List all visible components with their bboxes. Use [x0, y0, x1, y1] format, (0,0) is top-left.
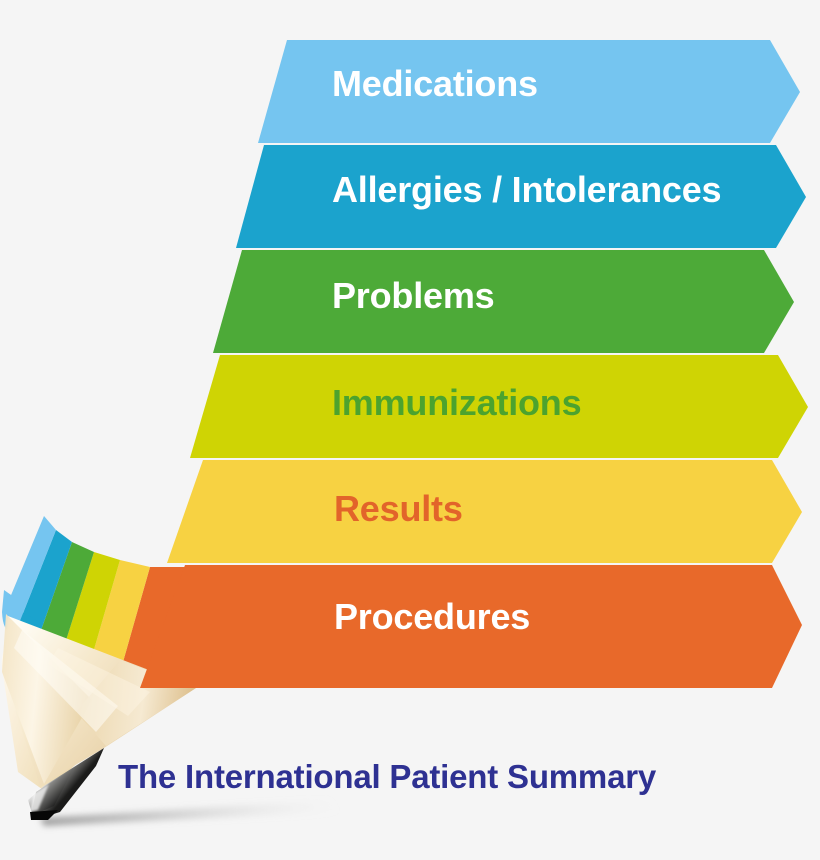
band-shape-immunizations[interactable] — [190, 355, 808, 458]
diagram-caption: The International Patient Summary — [118, 758, 657, 795]
pencil-graphite-tip — [28, 748, 104, 820]
band-shape-allergies[interactable] — [236, 145, 806, 248]
pencil-drop-shadow — [40, 800, 340, 826]
band-shape-medications[interactable] — [258, 40, 800, 143]
band-shape-problems[interactable] — [213, 250, 794, 353]
band-shape-results[interactable] — [167, 460, 802, 563]
band-shape-procedures[interactable] — [140, 565, 802, 688]
section-bands — [140, 40, 808, 688]
barrel-stripe-procedures — [115, 567, 185, 690]
